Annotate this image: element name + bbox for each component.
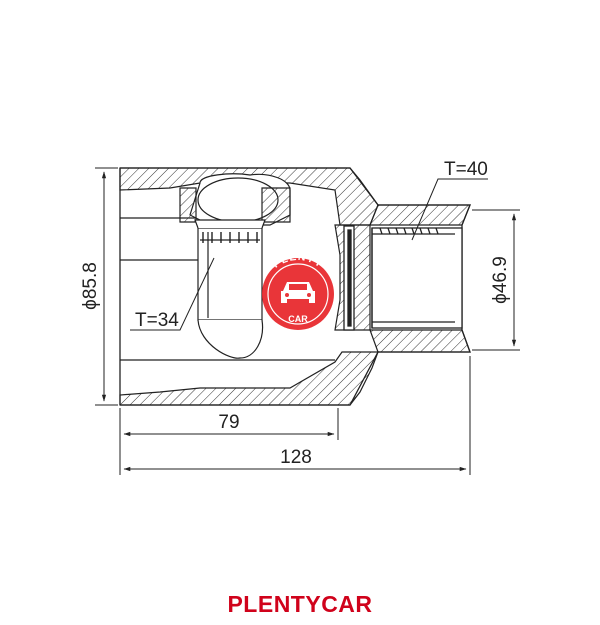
car-icon: [281, 282, 315, 303]
teeth-count-inner-label: T=34: [135, 310, 179, 331]
total-length-label: 128: [280, 447, 312, 468]
housing-length-label: 79: [218, 412, 239, 433]
teeth-count-outer-label: T=40: [444, 159, 488, 180]
diameter-inner-label: ϕ46.9: [490, 256, 511, 304]
watermark-logo: PLENTY CAR: [262, 251, 334, 330]
tripod-roller: [179, 173, 291, 359]
tripod-spline: [202, 232, 258, 243]
watermark-bottom-text: CAR: [288, 314, 308, 324]
dimension-lines: [95, 167, 520, 475]
diameter-outer-label: ϕ85.8: [80, 262, 101, 310]
watermark-arc-text: PLENTY: [270, 251, 325, 271]
brand-footer-text: PLENTYCAR: [227, 591, 373, 617]
housing-outline: [119, 167, 471, 406]
